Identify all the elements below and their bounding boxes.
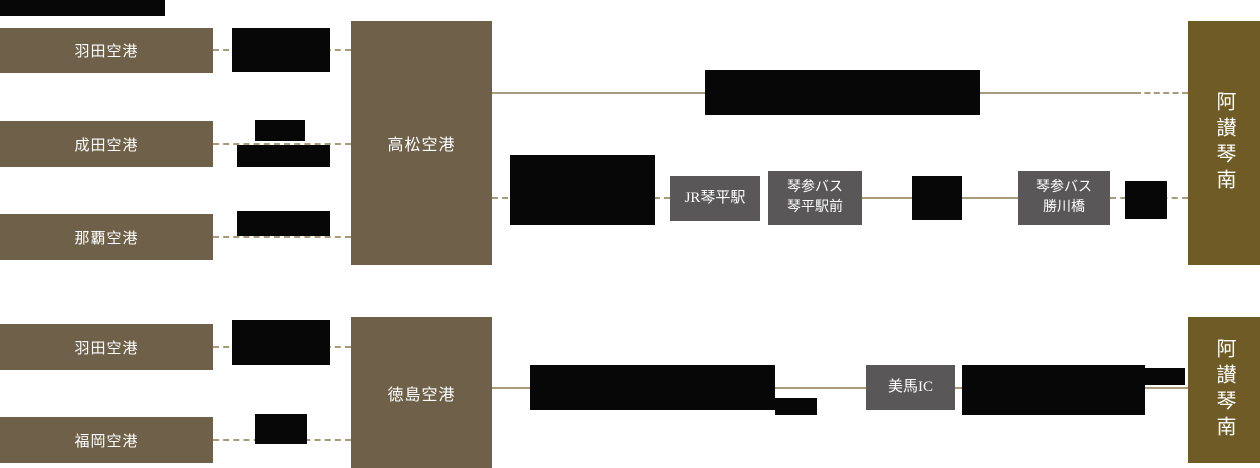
- station-label: JR琴平駅: [684, 189, 746, 206]
- airport-label: 成田空港: [74, 137, 139, 154]
- redacted-flight-info: [237, 211, 330, 236]
- redacted-route-info: [1125, 181, 1167, 219]
- flight-connector-naha: [213, 236, 351, 238]
- redacted-route-info: [1145, 368, 1185, 385]
- airport-box-naha: 那覇空港: [0, 214, 213, 260]
- airport-box-narita: 成田空港: [0, 121, 213, 167]
- airport-box-fukuoka: 福岡空港: [0, 417, 213, 463]
- bus-stop-box-katsukawabashi: 琴参バス 勝川橋: [1018, 171, 1110, 225]
- airport-box-takamatsu: 高松空港: [351, 21, 492, 265]
- bus-stop-box-kotohira-ekimae: 琴参バス 琴平駅前: [768, 171, 862, 225]
- airport-box-tokushima: 徳島空港: [351, 317, 492, 468]
- airport-label: 高松空港: [387, 137, 456, 154]
- airport-label: 羽田空港: [74, 340, 139, 357]
- airport-label: 羽田空港: [74, 44, 139, 60]
- bus-stop-label-line2: 琴平駅前: [787, 200, 843, 215]
- redacted-heading: [0, 0, 165, 16]
- redacted-flight-info: [255, 414, 307, 444]
- destination-box-asan-kotonami-2: 阿讃琴南: [1188, 317, 1260, 463]
- redacted-route-info: [510, 155, 655, 225]
- redacted-flight-info: [232, 320, 330, 365]
- bus-stop-label-line1: 琴参バス: [1036, 179, 1092, 195]
- flight-connector-narita: [213, 143, 351, 145]
- interchange-label: 美馬IC: [887, 378, 933, 395]
- destination-box-asan-kotonami-1: 阿讃琴南: [1188, 21, 1260, 265]
- redacted-route-info: [962, 365, 1145, 415]
- airport-label: 那覇空港: [74, 230, 139, 247]
- airport-box-haneda-1: 羽田空港: [0, 28, 213, 73]
- bus-stop-label-line2: 勝川橋: [1043, 200, 1085, 215]
- airport-label: 福岡空港: [74, 433, 139, 450]
- bus-stop-label-line1: 琴参バス: [787, 179, 843, 195]
- route-line-takamatsu-car-end: [1135, 92, 1188, 94]
- redacted-flight-info: [237, 145, 330, 167]
- airport-box-haneda-2: 羽田空港: [0, 324, 213, 370]
- interchange-box-mima-ic: 美馬IC: [866, 365, 955, 410]
- redacted-route-info: [705, 70, 980, 115]
- station-box-jr-kotohira: JR琴平駅: [670, 176, 760, 221]
- redacted-route-info: [530, 365, 775, 410]
- destination-label: 阿讃琴南: [1213, 338, 1235, 442]
- redacted-route-info: [912, 176, 962, 220]
- redacted-flight-info: [255, 120, 305, 141]
- redacted-flight-info: [232, 28, 330, 72]
- destination-label: 阿讃琴南: [1213, 91, 1235, 195]
- redacted-route-info: [775, 398, 817, 415]
- airport-label: 徳島空港: [387, 386, 456, 404]
